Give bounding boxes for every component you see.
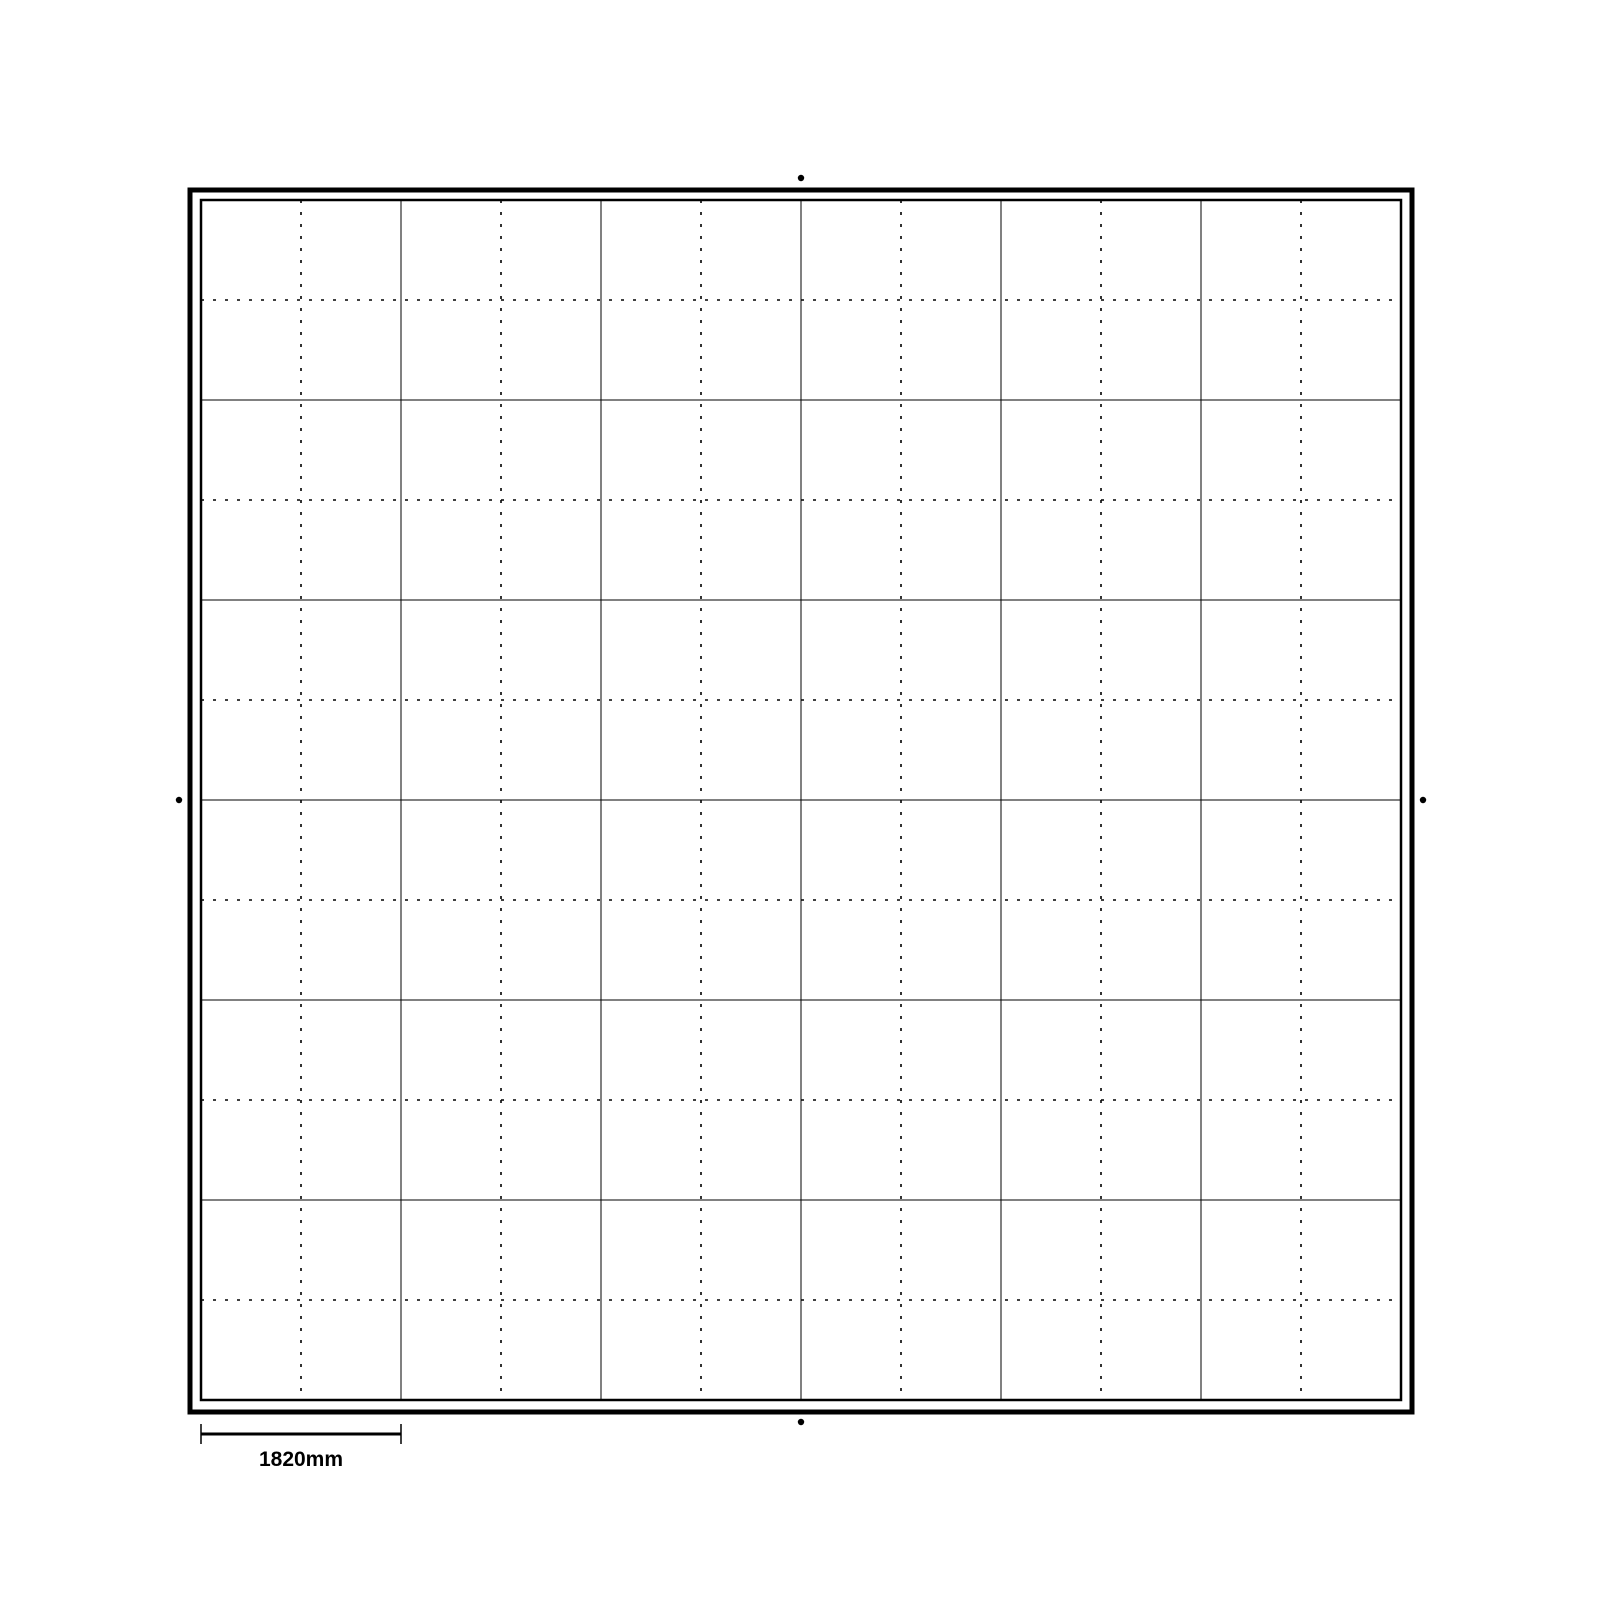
grid-minor-lines bbox=[201, 200, 1401, 1400]
bottom-center-marker bbox=[797, 1418, 805, 1426]
scale-bar: 1820mm bbox=[200, 1424, 402, 1471]
left-center-marker bbox=[175, 796, 183, 804]
outer-frame bbox=[187, 187, 1415, 1415]
top-center-marker bbox=[797, 174, 805, 182]
right-center-marker bbox=[1419, 796, 1427, 804]
scale-bar-label: 1820mm bbox=[259, 1448, 343, 1471]
grid-major-lines bbox=[201, 200, 1401, 1400]
